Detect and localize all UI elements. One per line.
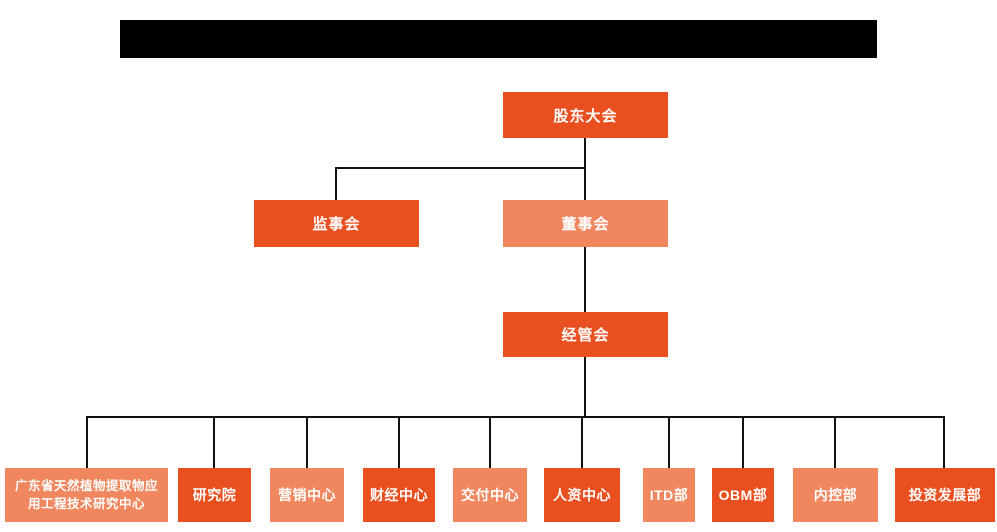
org-node-label: ITD部 bbox=[649, 487, 689, 503]
org-node-board-of-directors: 董事会 bbox=[503, 200, 668, 247]
org-node-shareholders-meeting: 股东大会 bbox=[503, 92, 668, 138]
org-node-management-committee: 经管会 bbox=[503, 312, 668, 357]
connector-line bbox=[834, 416, 836, 468]
org-node-itd-department: ITD部 bbox=[643, 468, 695, 522]
connector-line bbox=[581, 416, 583, 468]
connector-line bbox=[335, 167, 337, 200]
connector-line bbox=[668, 416, 670, 468]
org-node-label: 内控部 bbox=[813, 487, 858, 503]
connector-line bbox=[584, 357, 586, 417]
org-node-delivery-center: 交付中心 bbox=[453, 468, 527, 522]
org-node-label: 经管会 bbox=[561, 327, 610, 344]
connector-line bbox=[213, 416, 215, 468]
org-node-obm-department: OBM部 bbox=[712, 468, 774, 522]
org-node-label: 监事会 bbox=[312, 216, 361, 233]
org-node-research-center: 广东省天然植物提取物应用工程技术研究中心 bbox=[5, 468, 168, 522]
org-node-label: 投资发展部 bbox=[908, 487, 982, 503]
connector-line bbox=[306, 416, 308, 468]
connector-line bbox=[742, 416, 744, 468]
connector-line bbox=[86, 416, 945, 418]
org-node-label: 营销中心 bbox=[278, 487, 336, 503]
org-node-supervisory-board: 监事会 bbox=[254, 200, 419, 247]
connector-line bbox=[335, 167, 586, 169]
org-node-label: 研究院 bbox=[192, 487, 237, 503]
connector-line bbox=[584, 247, 586, 312]
org-node-label: 董事会 bbox=[561, 216, 610, 233]
org-node-hr-center: 人资中心 bbox=[544, 468, 620, 522]
connector-line bbox=[86, 416, 88, 468]
org-node-research-institute: 研究院 bbox=[178, 468, 251, 522]
org-node-label: 交付中心 bbox=[461, 487, 519, 503]
org-node-label: 股东大会 bbox=[553, 107, 618, 125]
org-node-internal-control-department: 内控部 bbox=[793, 468, 878, 522]
title-redaction-bar bbox=[120, 20, 877, 58]
connector-line bbox=[943, 416, 945, 468]
connector-line bbox=[398, 416, 400, 468]
org-node-finance-center: 财经中心 bbox=[363, 468, 435, 522]
connector-line bbox=[489, 416, 491, 468]
org-node-label: 广东省天然植物提取物应用工程技术研究中心 bbox=[14, 478, 158, 511]
org-node-label: 人资中心 bbox=[553, 487, 611, 503]
connector-line bbox=[584, 167, 586, 200]
connector-line bbox=[584, 138, 586, 168]
org-node-marketing-center: 营销中心 bbox=[270, 468, 344, 522]
org-node-label: 财经中心 bbox=[370, 487, 428, 503]
org-node-investment-development-department: 投资发展部 bbox=[895, 468, 995, 522]
org-node-label: OBM部 bbox=[718, 487, 768, 503]
